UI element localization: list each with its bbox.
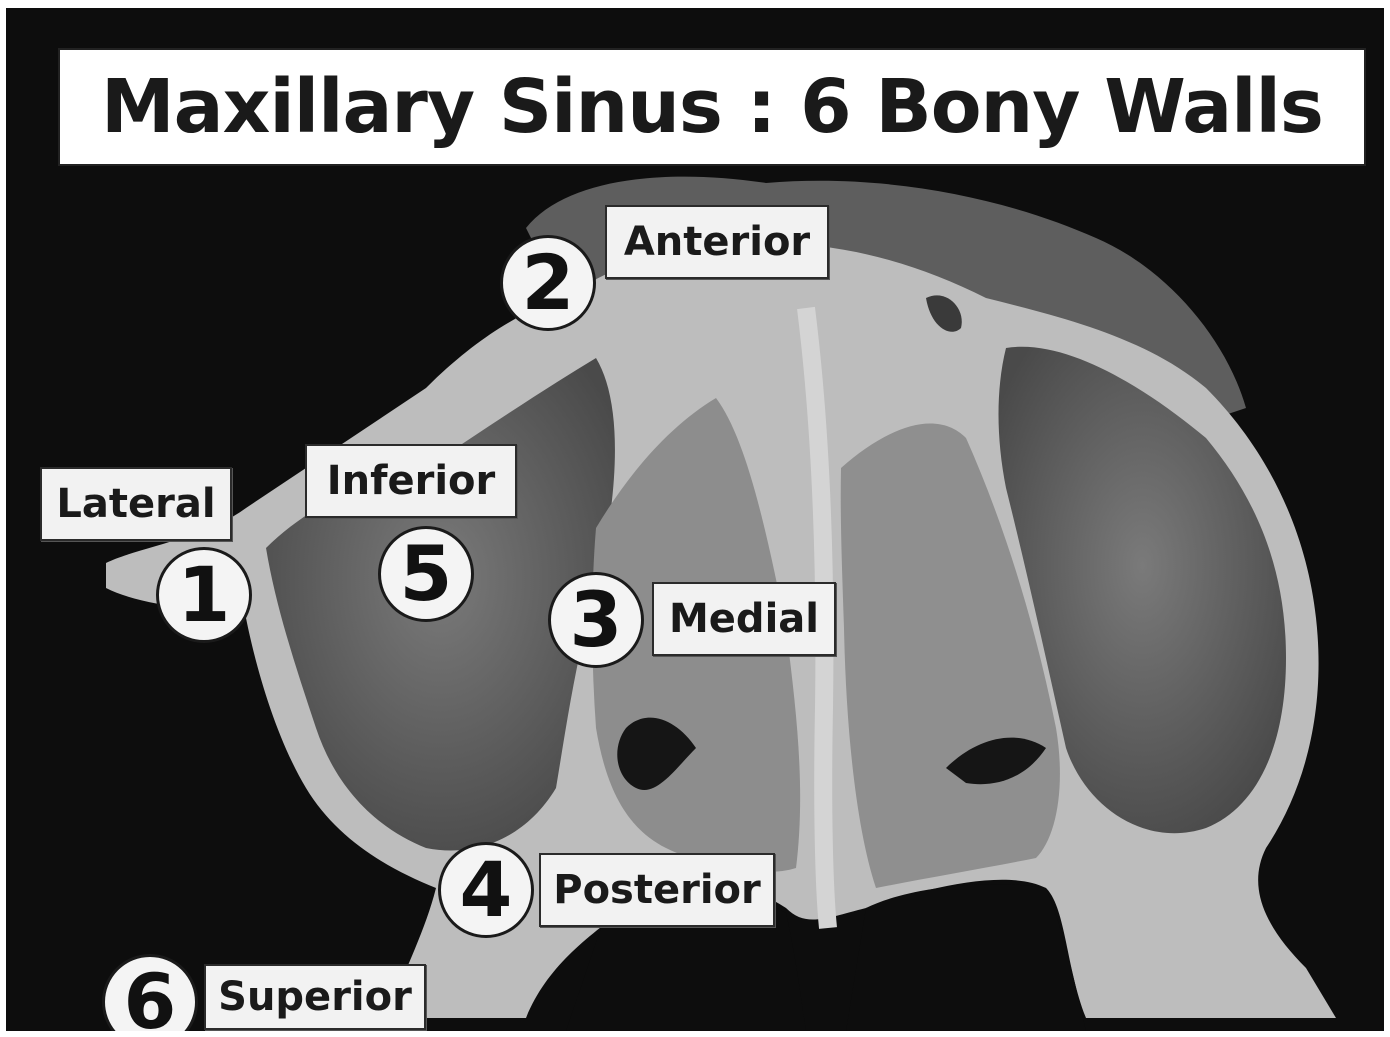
- background-gap: [846, 884, 1086, 1031]
- wall-label-lateral: Lateral: [40, 467, 232, 541]
- figure-title: Maxillary Sinus : 6 Bony Walls: [101, 64, 1323, 150]
- wall-label-posterior: Posterior: [539, 853, 775, 927]
- wall-label-superior: Superior: [204, 964, 426, 1030]
- wall-label-anterior: Anterior: [605, 205, 829, 279]
- wall-number-5: 5: [378, 526, 474, 622]
- ct-scan-figure: Maxillary Sinus : 6 Bony Walls 2 Anterio…: [6, 8, 1384, 1031]
- wall-number-2: 2: [500, 235, 596, 331]
- wall-number-1: 1: [156, 547, 252, 643]
- title-box: Maxillary Sinus : 6 Bony Walls: [58, 48, 1366, 166]
- wall-number-3: 3: [548, 572, 644, 668]
- wall-number-4: 4: [438, 842, 534, 938]
- wall-label-medial: Medial: [652, 582, 836, 656]
- wall-label-inferior: Inferior: [305, 444, 517, 518]
